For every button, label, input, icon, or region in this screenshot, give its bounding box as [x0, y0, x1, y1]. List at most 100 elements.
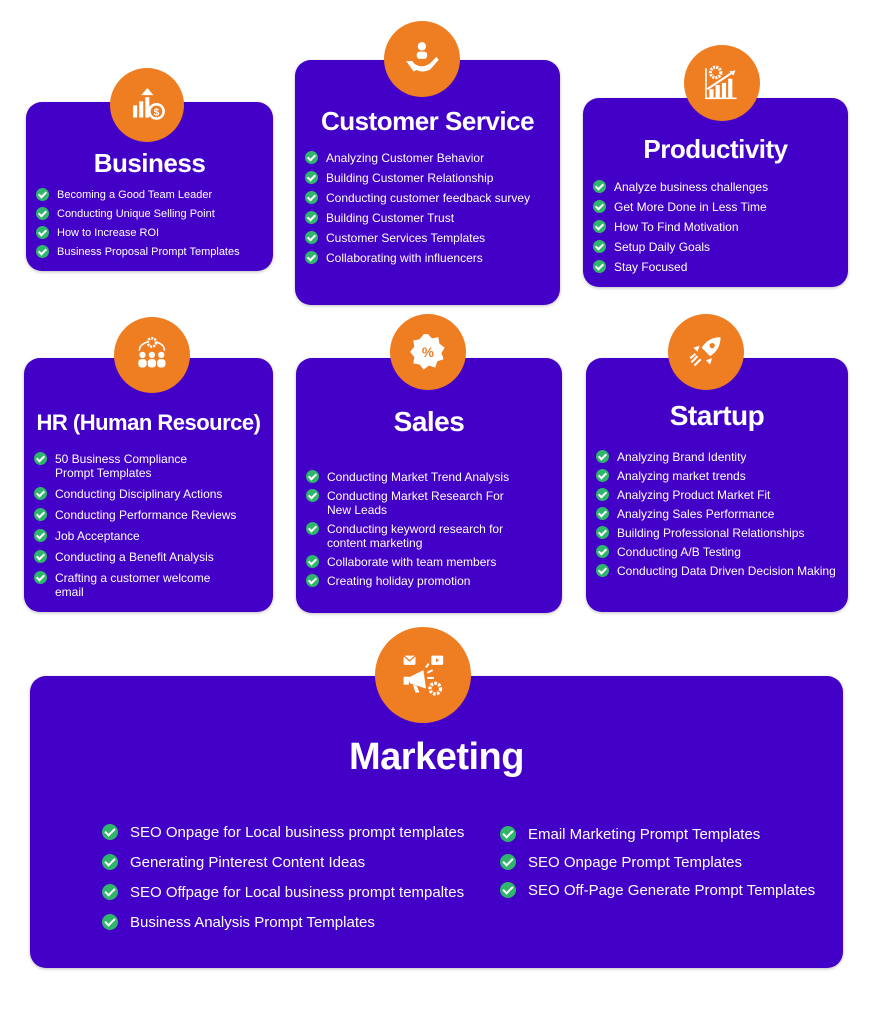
item-text: SEO Off-Page Generate Prompt Templates [528, 882, 816, 899]
list-item: Generating Pinterest Content Ideas [102, 854, 464, 872]
list-item: Analyzing market trends [596, 469, 836, 483]
check-icon [34, 550, 47, 563]
list-item: Get More Done in Less Time [593, 200, 768, 214]
list-item: Becoming a Good Team Leader [36, 188, 240, 202]
list-item: Collaborate with team members [306, 555, 546, 569]
item-text: Email Marketing Prompt Templates [528, 826, 761, 843]
check-icon [102, 914, 118, 930]
startup-title: Startup [669, 400, 765, 431]
check-icon [305, 231, 318, 244]
list-item: SEO Onpage for Local business prompt tem… [102, 824, 464, 842]
item-text: Business Proposal Prompt Templates [57, 246, 240, 258]
list-item: Conducting Data Driven Decision Making [596, 564, 836, 578]
list-item: Conducting customer feedback survey [305, 191, 530, 205]
list-item: Analyze business challenges [593, 180, 768, 194]
list-item: Business Proposal Prompt Templates [36, 245, 240, 259]
business-title: Business [93, 148, 206, 178]
productivity-card: Productivity Analyze business challenges… [583, 98, 848, 287]
item-text: Setup Daily Goals [614, 240, 711, 254]
marketing-list-left: SEO Onpage for Local business prompt tem… [102, 824, 464, 932]
list-item: Conducting Unique Selling Point [36, 207, 240, 221]
check-icon [102, 824, 118, 840]
marketing-card: Marketing SEO Onpage for Local business … [30, 676, 843, 968]
item-text: 50 Business Compliance Prompt Templates [55, 452, 188, 480]
check-icon [596, 545, 609, 558]
check-icon [306, 470, 319, 483]
list-item: SEO Onpage Prompt Templates [500, 854, 815, 872]
list-item: Email Marketing Prompt Templates [500, 826, 815, 844]
check-icon [36, 188, 49, 201]
item-text: Analyze business challenges [614, 180, 769, 194]
productivity-title: Productivity [643, 134, 788, 164]
item-text: Conducting Market Research For New Leads [327, 489, 504, 517]
check-icon [596, 450, 609, 463]
hr-list: 50 Business Compliance Prompt Templates … [34, 452, 262, 599]
hr-card: HR (Human Resource) 50 Business Complian… [24, 358, 273, 612]
list-item: How to Increase ROI [36, 226, 240, 240]
item-text: Collaborating with influencers [326, 251, 483, 265]
item-text: Get More Done in Less Time [614, 200, 767, 214]
team-gear-icon [114, 317, 190, 393]
list-item: Analyzing Sales Performance [596, 507, 836, 521]
item-text: SEO Offpage for Local business prompt te… [130, 884, 465, 901]
list-item: Job Acceptance [34, 529, 262, 543]
sales-title: Sales [393, 406, 465, 437]
item-text: Generating Pinterest Content Ideas [130, 854, 366, 871]
check-icon [593, 240, 606, 253]
list-item: Analyzing Brand Identity [596, 450, 836, 464]
list-item: Building Customer Trust [305, 211, 530, 225]
check-icon [102, 854, 118, 870]
check-icon [34, 529, 47, 542]
item-text: Collaborate with team members [327, 555, 497, 569]
check-icon [596, 526, 609, 539]
check-icon [593, 260, 606, 273]
item-text: Conducting Unique Selling Point [57, 208, 215, 220]
item-text: How to Increase ROI [57, 227, 160, 239]
marketing-list-right: Email Marketing Prompt Templates SEO Onp… [500, 826, 815, 900]
check-icon [34, 571, 47, 584]
list-item: Stay Focused [593, 260, 768, 274]
startup-card: Startup Analyzing Brand Identity Analyzi… [586, 358, 848, 612]
list-item: Conducting a Benefit Analysis [34, 550, 262, 564]
item-text: Conducting a Benefit Analysis [55, 550, 214, 564]
list-item: Conducting Disciplinary Actions [34, 487, 262, 501]
check-icon [305, 251, 318, 264]
marketing-title: Marketing [349, 736, 524, 778]
check-icon [593, 220, 606, 233]
list-item: Analyzing Customer Behavior [305, 151, 530, 165]
list-item: SEO Offpage for Local business prompt te… [102, 884, 464, 902]
percent-badge-icon: % [390, 314, 466, 390]
list-item: Crafting a customer welcome email [34, 571, 262, 599]
list-item: Setup Daily Goals [593, 240, 768, 254]
check-icon [596, 469, 609, 482]
productivity-list: Analyze business challenges Get More Don… [593, 180, 768, 274]
svg-text:%: % [422, 345, 434, 360]
check-icon [34, 508, 47, 521]
item-text: SEO Onpage Prompt Templates [528, 854, 742, 871]
item-text: How To Find Motivation [614, 220, 739, 234]
rocket-icon [668, 314, 744, 390]
check-icon [102, 884, 118, 900]
item-text: Crafting a customer welcome email [55, 571, 211, 599]
hr-title: HR (Human Resource) [36, 410, 261, 435]
customer-service-title: Customer Service [320, 106, 535, 136]
list-item: Customer Services Templates [305, 231, 530, 245]
list-item: Conducting keyword research for content … [306, 522, 546, 550]
item-text: Customer Services Templates [326, 231, 486, 245]
item-text: Building Customer Relationship [326, 171, 494, 185]
svg-text:$: $ [153, 107, 159, 118]
check-icon [34, 452, 47, 465]
check-icon [500, 854, 516, 870]
item-text: Stay Focused [614, 260, 688, 274]
list-item: Building Professional Relationships [596, 526, 836, 540]
list-item: Conducting Market Trend Analysis [306, 470, 546, 484]
item-text: Conducting A/B Testing [617, 545, 741, 559]
list-item: Business Analysis Prompt Templates [102, 914, 464, 932]
item-text: Conducting Disciplinary Actions [55, 487, 223, 501]
megaphone-icon [375, 627, 471, 723]
check-icon [306, 489, 319, 502]
sales-list: Conducting Market Trend Analysis Conduct… [306, 470, 546, 588]
check-icon [36, 245, 49, 258]
item-text: Conducting keyword research for content … [327, 522, 504, 550]
item-text: Building Professional Relationships [617, 526, 805, 540]
